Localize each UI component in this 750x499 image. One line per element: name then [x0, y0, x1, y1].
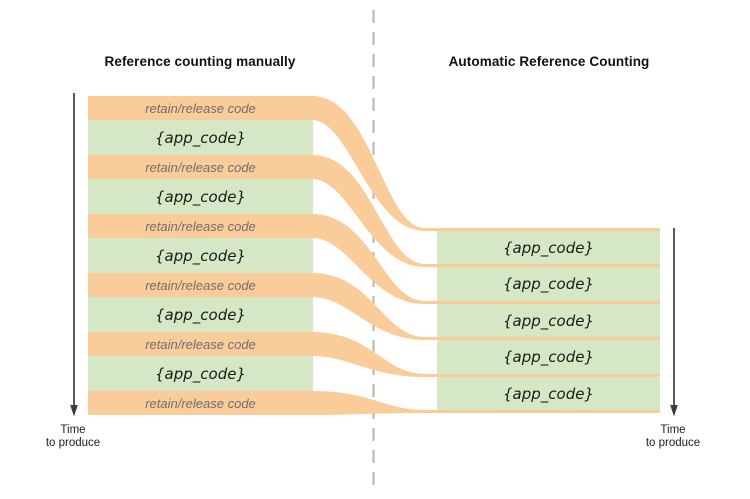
app-code-label: {app_code} — [155, 305, 246, 324]
app-code-bar: {app_code} — [88, 238, 313, 273]
time-axis-line2: to produce — [45, 436, 101, 449]
retain-release-label: retain/release code — [145, 336, 256, 352]
retain-release-bar: retain/release code — [88, 332, 313, 356]
left-time-axis-arrow — [70, 93, 78, 417]
time-axis-line1: Time — [660, 424, 686, 436]
retain-release-bar: retain/release code — [88, 391, 313, 415]
retain-release-label: retain/release code — [145, 395, 256, 411]
right-time-axis-label: Time to produce — [618, 424, 728, 449]
app-code-bar: {app_code} — [88, 356, 313, 391]
app-code-label: {app_code} — [503, 238, 594, 257]
app-code-label: {app_code} — [155, 246, 246, 265]
app-code-bar: {app_code} — [88, 179, 313, 214]
time-axis-line2: to produce — [645, 436, 701, 449]
left-time-axis-label: Time to produce — [18, 424, 128, 449]
retain-release-label: retain/release code — [145, 159, 256, 175]
retain-release-label: retain/release code — [145, 218, 256, 234]
app-code-label: {app_code} — [155, 187, 246, 206]
app-code-bar: {app_code} — [88, 297, 313, 332]
retain-release-bar: retain/release code — [88, 155, 313, 179]
app-code-label: {app_code} — [503, 311, 594, 330]
arc-code-stack: {app_code} {app_code} {app_code} {app_co… — [437, 228, 660, 413]
app-code-label: {app_code} — [503, 348, 594, 366]
app-code-bar: {app_code} — [437, 340, 660, 374]
right-time-axis-arrow — [670, 228, 678, 417]
app-code-bar: {app_code} — [88, 120, 313, 155]
retain-release-bar: retain/release code — [88, 273, 313, 297]
app-code-label: {app_code} — [155, 364, 246, 383]
app-code-label: {app_code} — [503, 275, 594, 293]
retain-release-label: retain/release code — [145, 100, 256, 116]
retain-release-ribbon-6 — [312, 391, 660, 415]
app-code-bar: {app_code} — [437, 231, 660, 264]
automatic-counting-title: Automatic Reference Counting — [448, 54, 650, 69]
retain-release-label: retain/release code — [145, 277, 256, 293]
manual-counting-title: Reference counting manually — [104, 54, 296, 69]
manual-code-stack: retain/release code {app_code} retain/re… — [88, 96, 313, 415]
app-code-bar: {app_code} — [437, 267, 660, 301]
time-axis-line1: Time — [60, 424, 86, 436]
app-code-label: {app_code} — [503, 384, 594, 403]
retain-release-bar: retain/release code — [88, 214, 313, 238]
app-code-bar: {app_code} — [437, 377, 660, 410]
app-code-label: {app_code} — [155, 128, 246, 147]
retain-release-bar: retain/release code — [88, 96, 313, 120]
app-code-bar: {app_code} — [437, 304, 660, 337]
